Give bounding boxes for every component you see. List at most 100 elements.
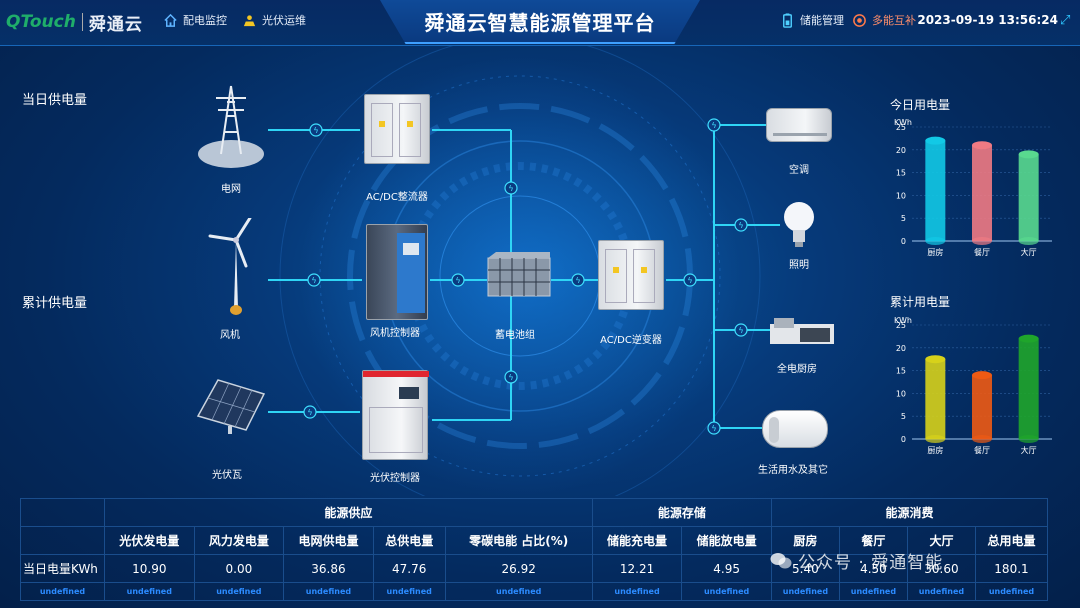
bar-top [1018, 150, 1039, 159]
bar-base [1018, 237, 1039, 245]
bar [925, 140, 946, 241]
table-column-header: 光伏发电量 [104, 526, 195, 555]
svg-text:ϟ: ϟ [307, 408, 312, 417]
water-heater-icon[interactable] [762, 410, 828, 448]
table-column-header: 电网供电量 [283, 526, 374, 555]
inverter-cabinet[interactable] [598, 240, 664, 310]
table-column-header: 大厅 [906, 526, 976, 555]
y-tick-label: 5 [901, 412, 906, 421]
svg-text:ϟ: ϟ [711, 424, 716, 433]
table-column-header: 零碳电能 占比(%) [444, 526, 593, 555]
battery-icon [783, 12, 792, 28]
grid-label: 电网 [221, 184, 241, 195]
ac-vent [773, 133, 827, 136]
table-undefined-cell: undefined [681, 582, 772, 601]
table-undefined-cell: undefined [193, 582, 285, 601]
air-conditioner-label: 空调 [789, 165, 809, 176]
wind-controller-cabinet[interactable] [366, 224, 428, 320]
table-column-header: 储能放电量 [681, 526, 772, 555]
table-cell: 26.92 [444, 554, 593, 583]
page-title: 舜通云智慧能源管理平台 [424, 11, 656, 35]
table-group-header: 能源消费 [770, 498, 1049, 527]
solar-panel-icon[interactable] [196, 376, 266, 436]
nav-pv-operation[interactable]: 光伏运维 [242, 12, 306, 28]
svg-text:ϟ: ϟ [711, 121, 716, 130]
table-cell: 36.86 [283, 554, 374, 583]
logo-divider [81, 13, 83, 31]
bar-top [972, 141, 992, 150]
warning-icon [641, 267, 647, 273]
kitchen-icon[interactable] [770, 314, 834, 344]
table-column-header: 厨房 [770, 526, 840, 555]
bar [972, 375, 992, 439]
grid-tower-icon[interactable] [196, 82, 266, 172]
nav-storage-management[interactable]: 储能管理 [780, 12, 844, 28]
table-undefined-cell: undefined [838, 582, 908, 601]
table-column-header: 餐厅 [838, 526, 908, 555]
bar-base [1018, 435, 1039, 443]
light-bulb-icon[interactable] [782, 200, 816, 250]
x-tick-label: 餐厅 [974, 248, 990, 257]
brand-logo[interactable]: QTouch 舜通云 [6, 10, 143, 35]
table-corner-cell [20, 526, 105, 555]
bar-base [972, 237, 992, 245]
bar [925, 359, 946, 439]
y-tick-label: 15 [896, 169, 906, 178]
table-cell: 180.1 [974, 554, 1049, 583]
bar [972, 145, 992, 241]
x-tick-label: 大厅 [1021, 445, 1037, 455]
rectifier-door-left [371, 103, 393, 157]
y-tick-label: 20 [896, 146, 906, 155]
x-tick-label: 大厅 [1021, 247, 1037, 257]
nav-distribution-monitor[interactable]: 配电监控 [163, 12, 227, 28]
pv-controller-stripe [363, 371, 429, 377]
daily-supply-label: 当日供电量 [22, 93, 88, 108]
svg-text:ϟ: ϟ [687, 276, 692, 285]
y-tick-label: 25 [896, 123, 906, 132]
svg-text:ϟ: ϟ [575, 276, 580, 285]
table-column-header: 储能充电量 [591, 526, 683, 555]
pv-controller-vent [369, 407, 423, 453]
rectifier-label: AC/DC整流器 [366, 192, 428, 203]
wind-label: 风机 [220, 330, 240, 341]
air-conditioner-icon[interactable] [766, 108, 832, 142]
bar-top [1018, 334, 1039, 343]
svg-text:ϟ: ϟ [508, 184, 513, 193]
y-tick-label: 20 [896, 344, 906, 353]
wind-controller-label: 风机控制器 [370, 328, 420, 339]
rectifier-cabinet[interactable] [364, 94, 430, 164]
table-undefined-cell: undefined [770, 582, 840, 601]
x-tick-label: 餐厅 [974, 446, 990, 455]
chart-total-title: 累计用电量 [890, 295, 951, 309]
bar [1018, 338, 1039, 439]
y-axis-unit: KWh [894, 118, 912, 127]
y-tick-label: 10 [896, 191, 906, 200]
chart-today-usage: KWh0510152025厨房餐厅大厅 [894, 118, 1052, 257]
bar-top [925, 136, 946, 145]
logo-brand-name: 舜通云 [88, 14, 143, 35]
wind-controller-screen [403, 243, 419, 255]
fullscreen-icon[interactable]: ⤢ [1060, 13, 1071, 28]
nav-multi-energy[interactable]: 多能互补 [852, 12, 916, 28]
battery-bank-icon[interactable] [486, 250, 552, 300]
watermark-text: 公众号 · 舜通智能 [798, 553, 944, 573]
table-undefined-cell: undefined [283, 582, 374, 601]
wind-turbine-icon[interactable] [206, 218, 266, 318]
pv-controller-cabinet[interactable] [362, 370, 429, 460]
water-heater-cap [769, 417, 779, 443]
svg-text:ϟ: ϟ [311, 276, 316, 285]
nav-distribution-monitor-label: 配电监控 [183, 14, 227, 27]
kitchen-label: 全电厨房 [777, 364, 817, 375]
table-undefined-cell: undefined [372, 582, 446, 601]
rectifier-door-right [399, 103, 421, 157]
table-corner-cell [20, 498, 105, 527]
y-tick-label: 10 [896, 389, 906, 398]
nav-storage-management-label: 储能管理 [800, 14, 844, 27]
nav-multi-energy-label: 多能互补 [872, 14, 916, 27]
bar-base [972, 435, 992, 443]
solar-icon [243, 14, 256, 26]
y-tick-label: 5 [901, 214, 906, 223]
inverter-door-right [633, 249, 655, 303]
svg-text:ϟ: ϟ [455, 276, 460, 285]
pv-controller-screen [399, 387, 419, 399]
